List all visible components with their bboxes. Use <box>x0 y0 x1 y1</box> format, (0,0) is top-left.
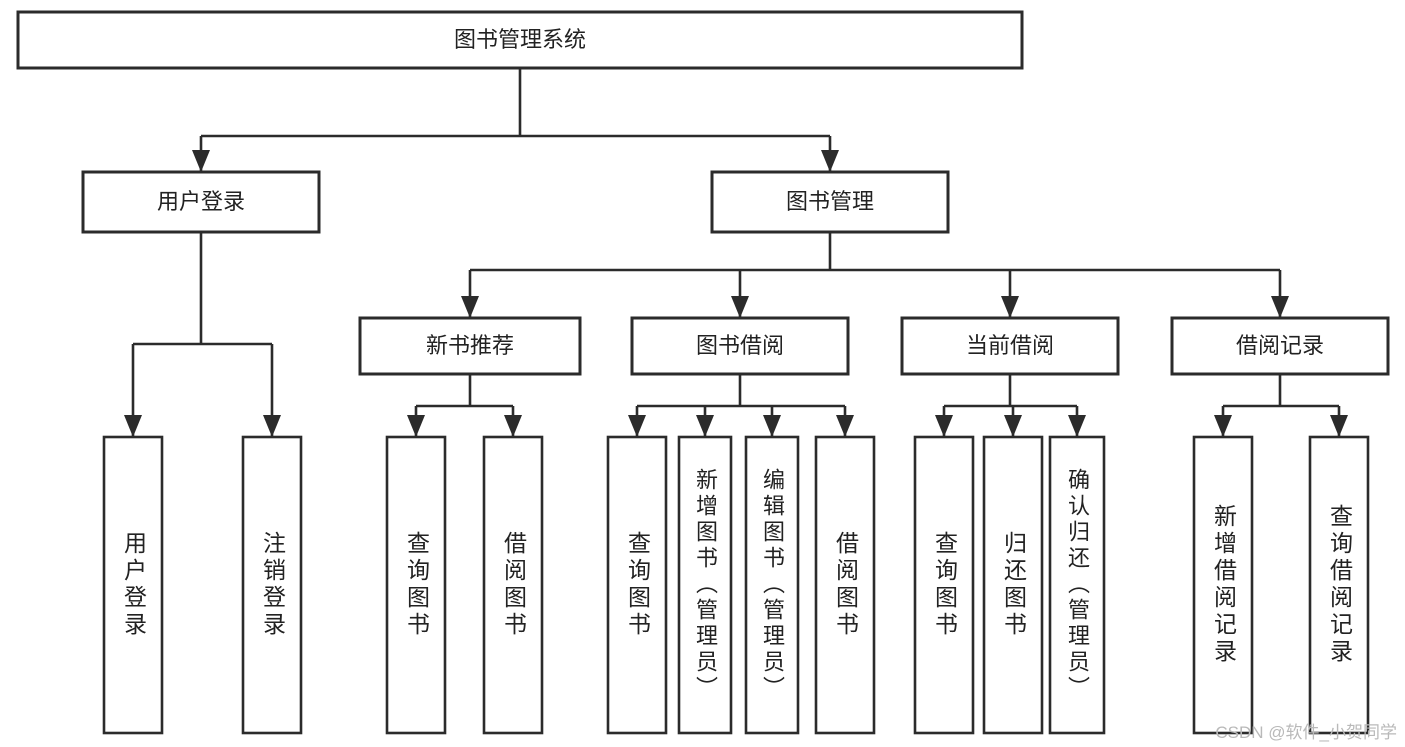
root-arrow-1 <box>821 150 839 172</box>
node-box-book-borrow[interactable] <box>630 316 850 376</box>
node-label-book-borrow: 图书借阅 <box>696 333 784 358</box>
connector-layer <box>124 68 1348 437</box>
node-box-leaf-confirm-return-admin[interactable] <box>1048 435 1106 735</box>
node-box-leaf-add-book-admin[interactable] <box>677 435 733 735</box>
node-box-book-manage[interactable] <box>710 170 950 234</box>
node-box-borrow-record[interactable] <box>1170 316 1390 376</box>
leaf-new-book-rec-arrow-0 <box>407 415 425 437</box>
node-box-leaf-edit-book-admin[interactable] <box>744 435 800 735</box>
node-box-leaf-query-borrow-record[interactable] <box>1308 435 1370 735</box>
leaf-book-borrow-arrow-3 <box>836 415 854 437</box>
node-box-leaf-query-book-borrow[interactable] <box>606 435 668 735</box>
node-box-user-login[interactable] <box>81 170 321 234</box>
node-box-leaf-logout[interactable] <box>241 435 303 735</box>
node-box-new-book-rec[interactable] <box>358 316 582 376</box>
node-label-borrow-record: 借阅记录 <box>1236 333 1324 358</box>
node-box-leaf-add-borrow-record[interactable] <box>1192 435 1254 735</box>
node-box-leaf-query-book-cur[interactable] <box>913 435 975 735</box>
leaf-book-borrow-arrow-1 <box>696 415 714 437</box>
leaf-borrow-record-arrow-1 <box>1330 415 1348 437</box>
node-box-current-borrow[interactable] <box>900 316 1120 376</box>
book-manage-arrow-1 <box>731 296 749 318</box>
node-box-leaf-borrow-book-rec[interactable] <box>482 435 544 735</box>
leaf-current-borrow-arrow-2 <box>1068 415 1086 437</box>
leaf-user-login-arrow-0 <box>124 415 142 437</box>
leaf-new-book-rec-arrow-1 <box>504 415 522 437</box>
node-label-book-manage: 图书管理 <box>786 189 874 214</box>
node-label-user-login: 用户登录 <box>157 189 245 214</box>
leaf-borrow-record-arrow-0 <box>1214 415 1232 437</box>
node-box-leaf-borrow-book[interactable] <box>814 435 876 735</box>
node-label-root: 图书管理系统 <box>454 27 586 52</box>
book-manage-arrow-3 <box>1271 296 1289 318</box>
node-box-leaf-return-book[interactable] <box>982 435 1044 735</box>
leaf-current-borrow-arrow-0 <box>935 415 953 437</box>
book-manage-arrow-0 <box>461 296 479 318</box>
root-arrow-0 <box>192 150 210 172</box>
node-label-current-borrow: 当前借阅 <box>966 333 1054 358</box>
book-manage-arrow-2 <box>1001 296 1019 318</box>
node-box-leaf-user-login[interactable] <box>102 435 164 735</box>
node-box-layer <box>16 10 1390 735</box>
node-box-root[interactable] <box>16 10 1024 70</box>
leaf-book-borrow-arrow-2 <box>763 415 781 437</box>
node-label-new-book-rec: 新书推荐 <box>426 333 514 358</box>
node-box-leaf-query-book-rec[interactable] <box>385 435 447 735</box>
leaf-book-borrow-arrow-0 <box>628 415 646 437</box>
watermark-text: CSDN @软件_小贺同学 <box>1215 723 1397 742</box>
leaf-user-login-arrow-1 <box>263 415 281 437</box>
leaf-current-borrow-arrow-1 <box>1004 415 1022 437</box>
